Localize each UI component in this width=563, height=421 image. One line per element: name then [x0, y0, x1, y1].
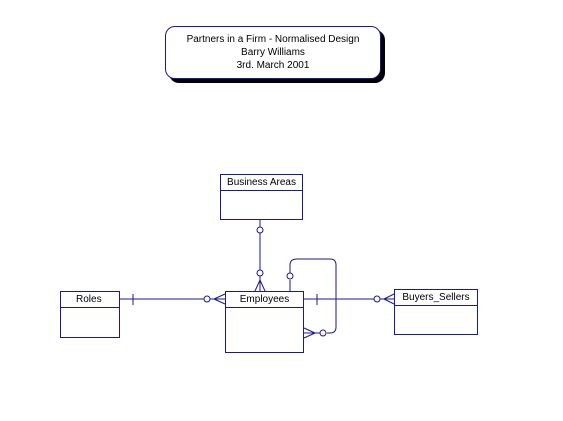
- diagram-title-block: Partners in a Firm - Normalised Design B…: [165, 26, 381, 79]
- entity-buyers-sellers-name: Buyers_Sellers: [395, 290, 477, 306]
- diagram-title: Partners in a Firm - Normalised Design: [186, 34, 360, 45]
- entity-buyers-sellers[interactable]: Buyers_Sellers: [394, 289, 478, 335]
- relationship-business-areas-employees: [254, 220, 266, 292]
- diagram-author: Barry Williams: [241, 47, 305, 58]
- diagram-date: 3rd. March 2001: [236, 60, 310, 71]
- entity-business-areas-name: Business Areas: [221, 175, 302, 191]
- entity-roles-name: Roles: [61, 292, 119, 308]
- relationship-employees-self: [286, 258, 337, 339]
- entity-employees[interactable]: Employees: [225, 291, 304, 353]
- entity-business-areas[interactable]: Business Areas: [220, 174, 303, 220]
- entity-roles[interactable]: Roles: [60, 291, 120, 338]
- relationship-employees-buyers-sellers: [304, 293, 395, 305]
- relationship-roles-employees: [120, 293, 226, 305]
- entity-employees-name: Employees: [226, 292, 303, 308]
